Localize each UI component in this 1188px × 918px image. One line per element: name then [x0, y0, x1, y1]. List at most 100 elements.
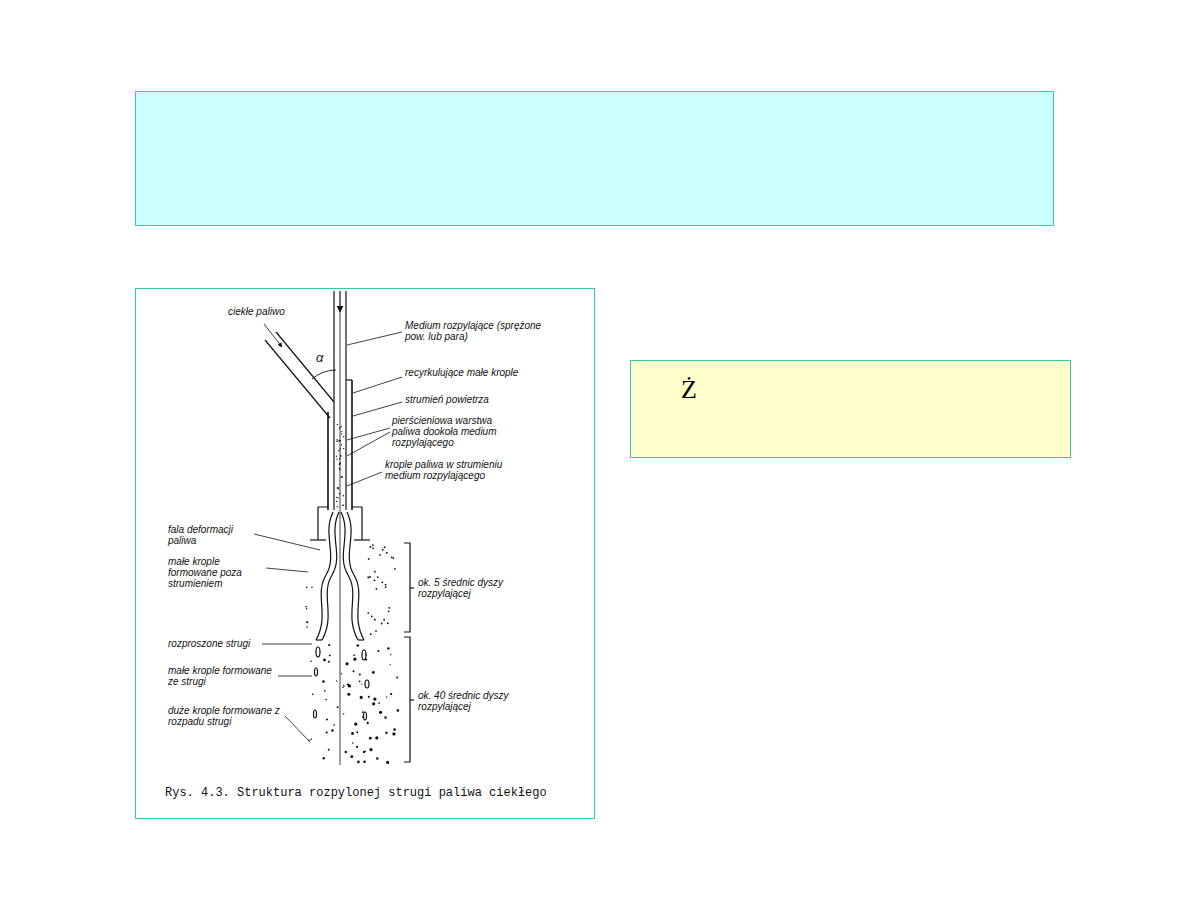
droplet: [310, 660, 312, 662]
droplet: [310, 738, 312, 740]
droplet: [362, 716, 364, 718]
droplet: [381, 581, 383, 583]
part-label: pierścieniowa warstwa paliwa dookoła med…: [392, 415, 512, 448]
droplet: [322, 680, 325, 683]
droplet: [337, 487, 338, 488]
droplet: [387, 647, 389, 649]
droplet: [325, 699, 327, 701]
droplet: [339, 440, 340, 441]
leader-lines: [254, 324, 402, 742]
droplet: [375, 736, 378, 739]
droplet: [339, 458, 340, 459]
droplet: [367, 722, 369, 724]
droplet: [368, 696, 370, 698]
droplet: [372, 544, 374, 546]
droplet: [328, 661, 330, 663]
droplet: [353, 658, 356, 661]
droplet: [323, 659, 326, 662]
droplet: [382, 549, 384, 551]
droplet: [385, 584, 387, 586]
droplet: [306, 626, 308, 628]
droplet: [337, 440, 338, 441]
droplet: [396, 677, 398, 679]
droplet: [341, 673, 342, 674]
droplet: [356, 644, 359, 647]
droplet: [336, 501, 337, 502]
droplet: [377, 650, 379, 652]
part-label: recyrkulujące małe krople: [405, 367, 545, 378]
droplet: [350, 755, 353, 758]
droplet: [345, 751, 348, 754]
droplet: [392, 732, 395, 735]
droplet: [366, 654, 368, 656]
droplet: [343, 495, 344, 496]
droplet: [336, 456, 337, 457]
droplet: [324, 690, 326, 692]
droplet: [391, 556, 393, 558]
droplet: [361, 683, 362, 684]
droplet: [341, 431, 342, 432]
droplet: [372, 702, 375, 705]
droplet: [377, 576, 379, 578]
title-panel: [136, 92, 1054, 226]
droplet: [353, 670, 355, 672]
part-label: rozproszone strugi: [168, 638, 260, 649]
droplet: [341, 433, 342, 434]
droplet: [370, 633, 372, 635]
droplet: [393, 728, 396, 731]
droplet: [341, 476, 342, 477]
droplet: [336, 441, 337, 442]
droplet: [369, 576, 371, 578]
droplet: [373, 697, 376, 700]
droplet: [385, 732, 387, 734]
droplet: [368, 558, 370, 560]
droplet: [356, 731, 358, 733]
droplet: [343, 505, 344, 506]
droplet: [337, 497, 338, 498]
droplet: [339, 440, 340, 441]
droplet: [351, 732, 354, 735]
droplet: [363, 761, 366, 764]
droplet: [376, 757, 379, 760]
droplet: [326, 718, 328, 720]
droplet: [336, 497, 337, 498]
droplet: [384, 546, 386, 548]
droplet: [339, 463, 340, 464]
droplet: [375, 588, 377, 590]
droplet: [374, 619, 376, 621]
droplet: [341, 426, 342, 427]
droplet: [339, 464, 340, 465]
droplet: [352, 742, 354, 744]
droplet: [369, 737, 372, 740]
droplet: [331, 729, 333, 731]
droplet: [357, 761, 360, 764]
droplet: [356, 746, 358, 748]
droplet: [388, 607, 390, 609]
droplet: [323, 757, 325, 759]
droplet: [369, 748, 372, 751]
note-box: Ż: [630, 360, 1071, 458]
droplet: [306, 622, 308, 624]
droplet: [333, 724, 335, 726]
angle-label: α: [316, 352, 330, 363]
droplet: [367, 576, 369, 578]
droplet: [342, 687, 343, 688]
droplet: [336, 458, 337, 459]
droplet: [360, 696, 363, 699]
droplet: [359, 681, 361, 683]
droplet: [306, 587, 308, 589]
droplet: [340, 462, 341, 463]
droplet: [345, 662, 348, 665]
droplet: [340, 455, 341, 456]
droplet: [353, 654, 355, 656]
droplet: [306, 621, 308, 623]
droplet: [390, 664, 391, 665]
droplet: [329, 654, 331, 656]
droplet: [348, 684, 351, 687]
droplet: [328, 749, 330, 751]
droplet: [341, 476, 342, 477]
droplet: [363, 751, 365, 753]
droplet: [341, 444, 342, 445]
droplet: [379, 711, 382, 714]
droplet: [339, 440, 340, 441]
